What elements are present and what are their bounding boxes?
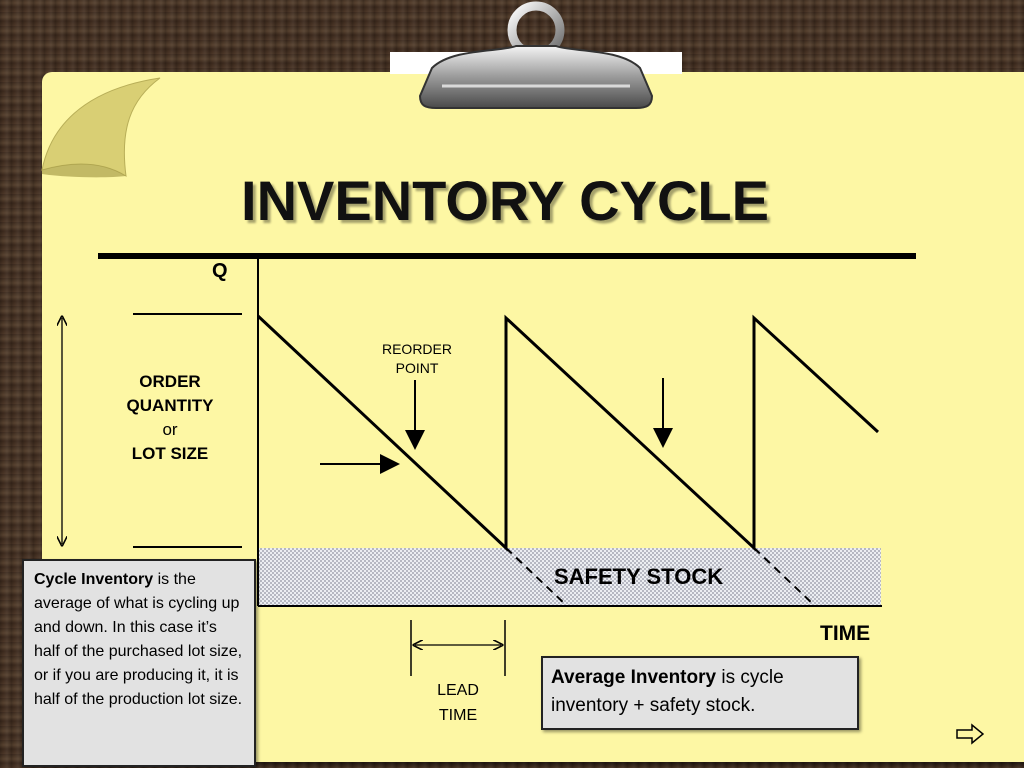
average-inventory-box: Average Inventory is cycle inventory + s… — [541, 656, 859, 730]
safety-stock-band — [259, 548, 881, 605]
order-quantity-label: ORDER QUANTITY or LOT SIZE — [100, 370, 240, 466]
lead-label-line2: TIME — [438, 707, 478, 724]
binder-clip-icon — [418, 1, 654, 109]
reorder-label-line1: REORDER — [381, 341, 452, 357]
lead-time-label: LEAD TIME — [418, 678, 498, 728]
order-label-line4: LOT SIZE — [131, 444, 209, 463]
reorder-label-line2: POINT — [395, 360, 439, 376]
order-label-line3: or — [162, 420, 178, 439]
q-axis-label: Q — [212, 260, 228, 282]
reorder-point-label: REORDER POINT — [362, 340, 472, 378]
order-label-line1: ORDER — [139, 372, 201, 391]
lead-label-line1: LEAD — [437, 682, 479, 699]
slide-title: INVENTORY CYCLE — [241, 169, 769, 232]
order-label-line2: QUANTITY — [126, 396, 214, 415]
average-inventory-text: is cycle inventory + safety stock. — [551, 667, 784, 716]
cycle-inventory-box: Cycle Inventory is the average of what i… — [22, 559, 256, 767]
time-axis-label: TIME — [820, 622, 871, 645]
right-arrow-icon[interactable] — [956, 722, 984, 746]
cycle-inventory-text: is the average of what is cycling up and… — [34, 571, 243, 708]
average-inventory-term: Average Inventory — [551, 667, 717, 688]
page-curl-icon — [41, 77, 161, 178]
safety-stock-label: SAFETY STOCK — [554, 564, 724, 589]
inventory-sawtooth-line — [256, 314, 880, 552]
cycle-inventory-term: Cycle Inventory — [34, 571, 154, 588]
